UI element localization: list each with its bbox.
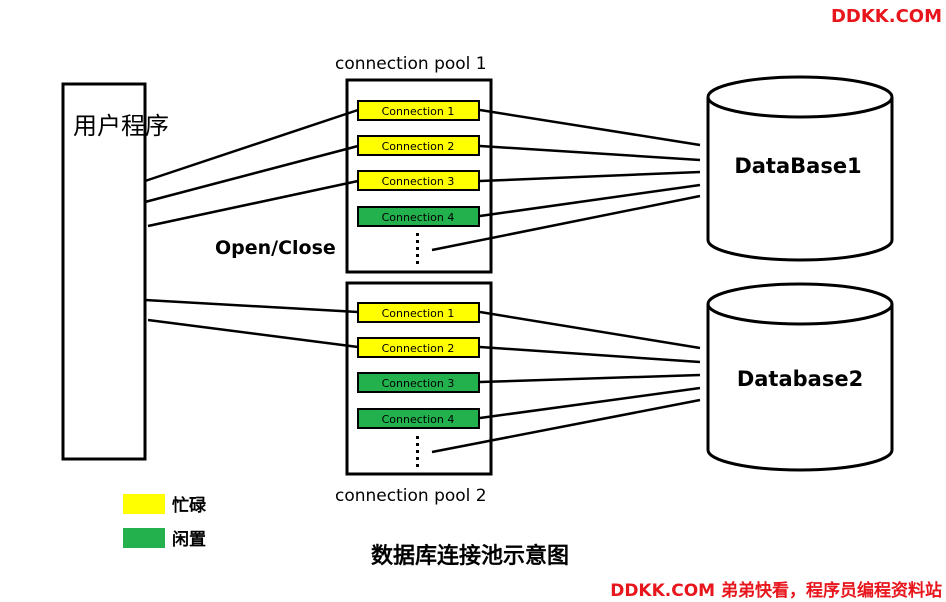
connection-box-busy bbox=[357, 100, 480, 121]
database1-cylinder bbox=[706, 75, 894, 262]
legend-label-busy: 忙碌 bbox=[172, 495, 207, 516]
pool1-box bbox=[345, 78, 493, 274]
connection-label: Connection 2 bbox=[382, 342, 455, 355]
connection-box-busy bbox=[357, 170, 480, 191]
connection-label: Connection 3 bbox=[382, 175, 455, 188]
pool1-title: connection pool 1 bbox=[335, 54, 487, 74]
watermark-bottom: DDKK.COM 弟弟快看，程序员编程资料站 bbox=[610, 580, 942, 601]
watermark-top: DDKK.COM bbox=[831, 6, 942, 27]
app-box bbox=[61, 82, 147, 461]
pool1-db1-line bbox=[479, 183, 701, 218]
connection-label: Connection 4 bbox=[382, 413, 455, 426]
connection-box-idle bbox=[357, 206, 480, 227]
connection-label: Connection 1 bbox=[382, 307, 455, 320]
pool2-db2-line bbox=[479, 310, 701, 350]
connection-box-idle bbox=[357, 372, 480, 393]
database1-label: DataBase1 bbox=[734, 154, 861, 178]
pool2-box bbox=[345, 281, 493, 476]
pool2-db2-line bbox=[479, 373, 701, 384]
app-box-label: 用户程序 bbox=[73, 112, 169, 140]
legend-swatch-idle bbox=[123, 528, 165, 548]
pool2-ellipsis bbox=[416, 436, 419, 467]
pool1-connections: Connection 1 Connection 2 Connection 3 Conn… bbox=[357, 100, 480, 227]
pool2-db2-line bbox=[479, 386, 701, 420]
app-pool1-line bbox=[144, 108, 359, 183]
app-pool1-line bbox=[147, 179, 359, 228]
connection-label: Connection 4 bbox=[382, 211, 455, 224]
connection-box-idle bbox=[357, 408, 480, 429]
pool1-db1-line bbox=[431, 194, 701, 252]
pool1-ellipsis bbox=[416, 233, 419, 264]
connection-label: Connection 2 bbox=[382, 140, 455, 153]
connection-box-busy bbox=[357, 135, 480, 156]
pool1-db1-line bbox=[479, 108, 701, 147]
legend-swatch-busy bbox=[123, 494, 165, 514]
connection-label: Connection 1 bbox=[382, 105, 455, 118]
pool2-db2-line bbox=[479, 345, 701, 364]
pool1-db1-line bbox=[479, 144, 701, 162]
app-pool2-line bbox=[144, 298, 359, 314]
connection-box-busy bbox=[357, 302, 480, 323]
diagram-caption: 数据库连接池示意图 bbox=[371, 543, 569, 569]
connection-box-busy bbox=[357, 337, 480, 358]
pool2-db2-line bbox=[431, 398, 701, 454]
pool2-title: connection pool 2 bbox=[335, 486, 487, 506]
legend-label-idle: 闲置 bbox=[172, 529, 206, 550]
app-pool1-line bbox=[144, 144, 359, 204]
pool2-connections: Connection 1 Connection 2 Connection 3 Conn… bbox=[357, 302, 480, 429]
connector-lines bbox=[144, 108, 701, 454]
app-pool2-line bbox=[147, 318, 359, 349]
database2-cylinder bbox=[706, 282, 894, 472]
database2-label: Database2 bbox=[737, 367, 863, 391]
pool1-db1-line bbox=[479, 170, 701, 183]
open-close-label: Open/Close bbox=[215, 237, 336, 259]
connection-label: Connection 3 bbox=[382, 377, 455, 390]
